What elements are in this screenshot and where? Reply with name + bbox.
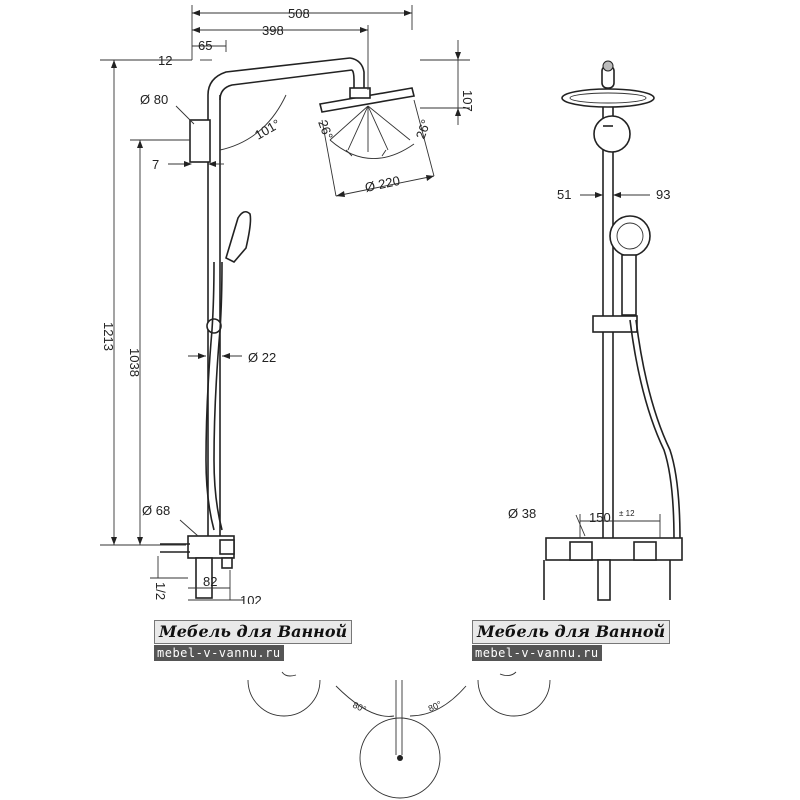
dim-107: 107 bbox=[460, 90, 475, 112]
front-shower-head bbox=[561, 88, 655, 108]
hose bbox=[205, 261, 215, 531]
side-view: 508 398 65 12 107 Ø 80 101° 26° 26° Ø 22… bbox=[100, 5, 475, 608]
dim-150-tolerance: ± 12 bbox=[619, 509, 635, 518]
dim-51: 51 bbox=[557, 187, 571, 202]
slider-knob bbox=[206, 318, 222, 334]
dim-398: 398 bbox=[262, 23, 284, 38]
dim-1213: 1213 bbox=[101, 322, 116, 351]
wall-bracket-top bbox=[189, 119, 211, 163]
watermark-url: mebel-v-vannu.ru bbox=[472, 645, 602, 661]
overhead-shower-head bbox=[319, 87, 415, 113]
plan-view: 80° 80° bbox=[247, 671, 551, 799]
crop-band bbox=[0, 604, 800, 668]
dim-d22: Ø 22 bbox=[248, 350, 276, 365]
front-thermostat bbox=[545, 537, 683, 561]
watermark-url: mebel-v-vannu.ru bbox=[154, 645, 284, 661]
dim-82: 82 bbox=[203, 574, 217, 589]
plan-shower-circle bbox=[359, 717, 441, 799]
dim-65: 65 bbox=[198, 38, 212, 53]
watermark-title: Мебель для Ванной bbox=[472, 620, 671, 644]
dim-d68: Ø 68 bbox=[142, 503, 170, 518]
dim-1038: 1038 bbox=[127, 348, 142, 377]
front-hand-shower bbox=[609, 215, 651, 257]
front-hose bbox=[629, 319, 675, 541]
front-wall-bracket bbox=[593, 115, 631, 153]
hand-shower bbox=[225, 210, 252, 263]
spray-fan bbox=[329, 105, 415, 159]
dim-d220: Ø 220 bbox=[364, 173, 402, 195]
dim-12: 12 bbox=[158, 53, 172, 68]
dim-93: 93 bbox=[656, 187, 670, 202]
dim-26-deg-left: 26° bbox=[315, 118, 336, 142]
dim-508: 508 bbox=[288, 6, 310, 21]
dim-half-inch: 1/2 bbox=[153, 582, 168, 600]
dim-150: 150 bbox=[589, 510, 611, 525]
dim-d80: Ø 80 bbox=[140, 92, 168, 107]
dim-d38: Ø 38 bbox=[508, 506, 536, 521]
dimension-arrows bbox=[111, 10, 461, 545]
dim-26-deg-right: 26° bbox=[413, 117, 434, 141]
dim-80-deg-right: 80° bbox=[427, 699, 444, 714]
watermark-title: Мебель для Ванной bbox=[154, 620, 353, 644]
front-view: 51 93 Ø 38 150 ± 12 bbox=[508, 60, 683, 601]
dim-101-deg: 101° bbox=[252, 116, 283, 142]
dim-7: 7 bbox=[152, 157, 159, 172]
dim-80-deg-left: 80° bbox=[351, 700, 368, 715]
